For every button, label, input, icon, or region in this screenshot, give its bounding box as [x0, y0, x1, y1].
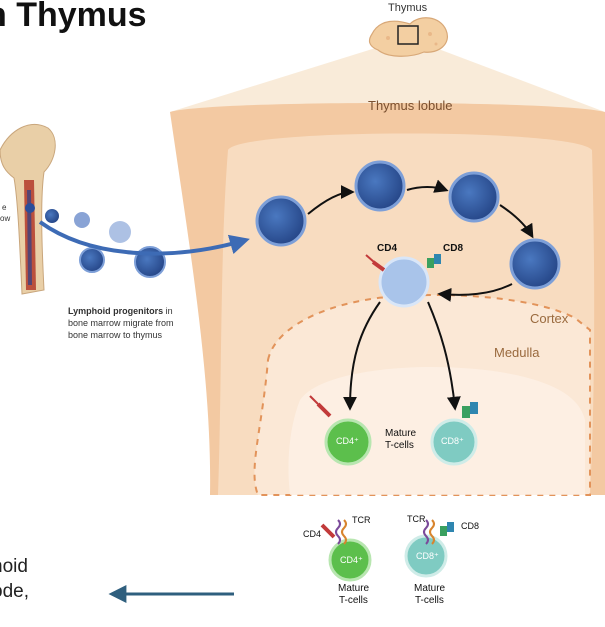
bone-marrow-partial-1: e [2, 203, 7, 212]
cd4-label: CD4 [377, 243, 398, 254]
progenitors-bold: Lymphoid progenitors [68, 306, 164, 316]
progenitors-line3: bone marrow to thymus [68, 330, 163, 340]
bone-marrow-bone [0, 123, 56, 295]
cd8-cell-label: CD8⁺ [441, 436, 464, 446]
tcells-label: T-cells [385, 440, 414, 451]
lower-tcr2-label: TCR [407, 514, 426, 524]
migrating-progenitors [38, 209, 250, 278]
thymus-lobule-label: Thymus lobule [368, 98, 453, 113]
development-arrows [307, 179, 534, 411]
lower-tcells2-label: T-cells [415, 595, 444, 606]
cd8-mature-cell [430, 402, 478, 466]
double-positive-cell [365, 254, 441, 308]
lower-mature2-label: Mature [414, 583, 446, 594]
mature-label: Mature [385, 428, 417, 439]
lower-cd8-label: CD8 [461, 521, 480, 531]
lower-mature1-label: Mature [338, 583, 370, 594]
lower-cd4-label: CD4 [303, 529, 322, 539]
progenitors-rest: in [163, 306, 173, 316]
lower-cd4-cell [320, 519, 372, 582]
thymocytes [255, 160, 561, 290]
bottom-text-line2: ode, [0, 581, 29, 602]
cortex-label: Cortex [530, 311, 569, 326]
cd4-cell-label: CD4⁺ [336, 436, 359, 446]
bone-marrow-partial-2: ow [0, 214, 11, 223]
thymus-organ [368, 17, 448, 57]
cd8-label: CD8 [443, 243, 464, 254]
progenitors-line2: bone marrow migrate from [68, 318, 174, 328]
lower-tcr1-label: TCR [352, 515, 371, 525]
bottom-text-line1: hoid [0, 556, 28, 577]
lower-cd8-cell-label: CD8⁺ [416, 551, 439, 561]
medulla-label: Medulla [494, 345, 540, 360]
page-title: n Thymus [0, 0, 147, 34]
zoom-box [397, 25, 419, 45]
zoom-cone [170, 42, 605, 112]
lower-cd4-cell-label: CD4⁺ [340, 555, 363, 565]
thymus-label: Thymus [388, 2, 428, 14]
progenitors-line1: Lymphoid progenitors in [68, 306, 173, 316]
cd4-mature-cell [309, 395, 372, 466]
migration-arrow [38, 220, 250, 256]
lower-tcells1-label: T-cells [339, 595, 368, 606]
lower-cd8-cell [404, 519, 454, 578]
